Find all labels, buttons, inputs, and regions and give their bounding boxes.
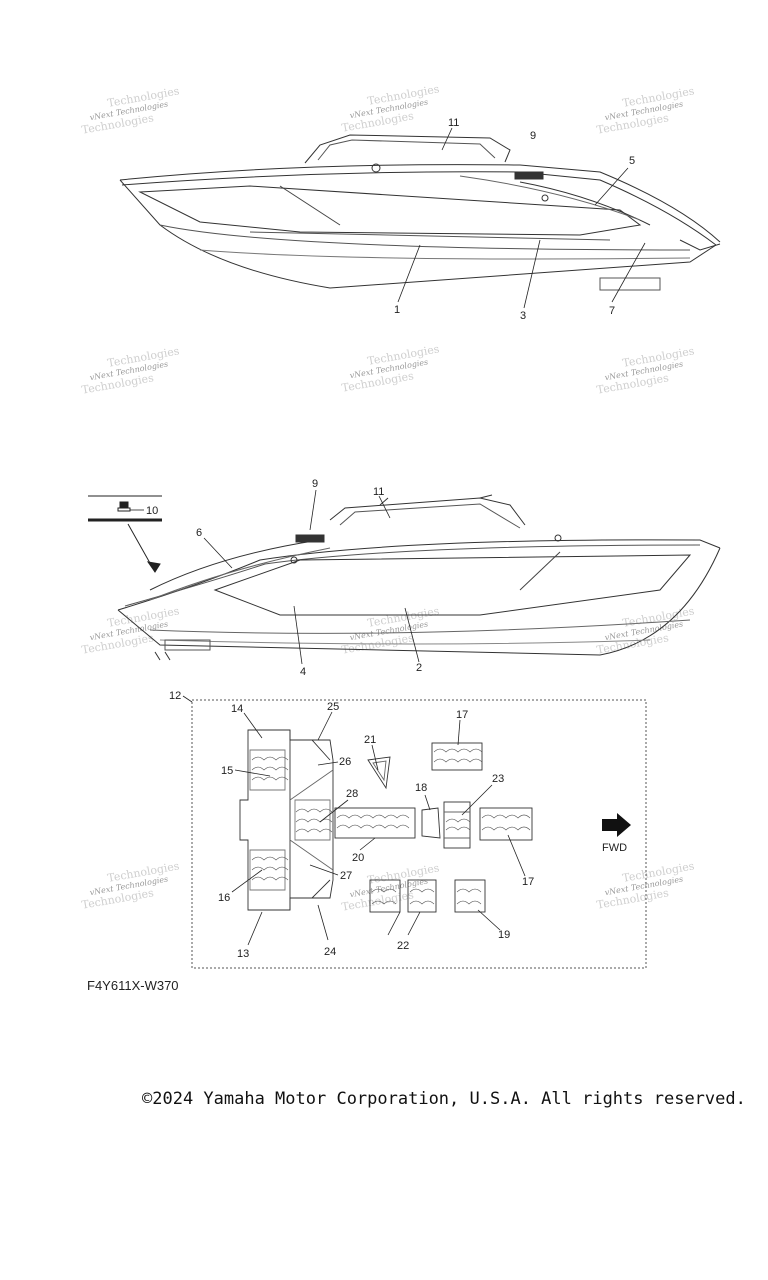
- callout-27: 26: [339, 756, 351, 768]
- callout-3: 3: [520, 310, 526, 322]
- boat-top-view: [119, 134, 721, 291]
- callout-24: 23: [492, 773, 504, 785]
- watermark: Technologies vNext Technologies Technolo…: [81, 859, 181, 911]
- leader-lines-mat: [182, 695, 526, 946]
- callout-5: 5: [629, 155, 635, 167]
- callout-9: 9: [530, 130, 536, 142]
- callout-29: 28: [346, 788, 358, 800]
- callout-14: 14: [231, 703, 243, 715]
- callout-22: 21: [364, 734, 376, 746]
- boat-bottom-view: [117, 494, 721, 661]
- callout-12: 12: [169, 690, 181, 702]
- callout-6: 6: [196, 527, 202, 539]
- callout-17: 17: [522, 876, 534, 888]
- callout-10: 10: [146, 505, 158, 517]
- watermark: Technologies vNext Technologies Technolo…: [81, 84, 181, 136]
- callout-11: 11: [448, 117, 459, 129]
- mat-layout: [239, 729, 533, 913]
- callout-labels: 1 3 5 7 9 11 9 11 10 6 4 2 12 14 15 16 1…: [146, 117, 635, 960]
- watermark: Technologies vNext Technologies Technolo…: [81, 344, 181, 396]
- callout-16: 16: [218, 892, 230, 904]
- callout-23: 22: [397, 940, 409, 952]
- callout-1: 1: [394, 304, 400, 316]
- callout-26: 25: [327, 701, 339, 713]
- fwd-arrow-icon: [602, 813, 631, 837]
- callout-11: 11: [373, 486, 384, 498]
- callout-7: 7: [609, 305, 615, 317]
- callout-18: 17: [456, 709, 468, 721]
- callout-13: 13: [237, 948, 249, 960]
- watermark: Technologies vNext Technologies Technolo…: [341, 604, 441, 656]
- callout-2: 2: [416, 662, 422, 674]
- watermark: Technologies vNext Technologies Technolo…: [596, 84, 696, 136]
- leader-lines-bottom: [203, 489, 420, 665]
- inset-10: [88, 495, 162, 573]
- callout-9: 9: [312, 478, 318, 490]
- copyright-notice: ©2024 Yamaha Motor Corporation, U.S.A. A…: [142, 1089, 746, 1109]
- watermark: Technologies vNext Technologies Technolo…: [341, 861, 441, 913]
- watermark: Technologies vNext Technologies Technolo…: [341, 342, 441, 394]
- mat-layout-box: [191, 699, 647, 969]
- watermark: Technologies vNext Technologies Technolo…: [341, 82, 441, 134]
- callout-15: 15: [221, 765, 233, 777]
- leader-lines-top: [397, 127, 646, 309]
- callout-28: 27: [340, 870, 352, 882]
- callout-19: 18: [415, 782, 427, 794]
- callout-21: 20: [352, 852, 364, 864]
- watermark: Technologies vNext Technologies Technolo…: [596, 604, 696, 656]
- fwd-label: FWD: [602, 842, 627, 854]
- callout-25: 24: [324, 946, 336, 958]
- callout-4: 4: [300, 666, 306, 678]
- watermark: Technologies vNext Technologies Technolo…: [596, 344, 696, 396]
- drawing-code: F4Y611X-W370: [87, 978, 179, 993]
- callout-20: 19: [498, 929, 510, 941]
